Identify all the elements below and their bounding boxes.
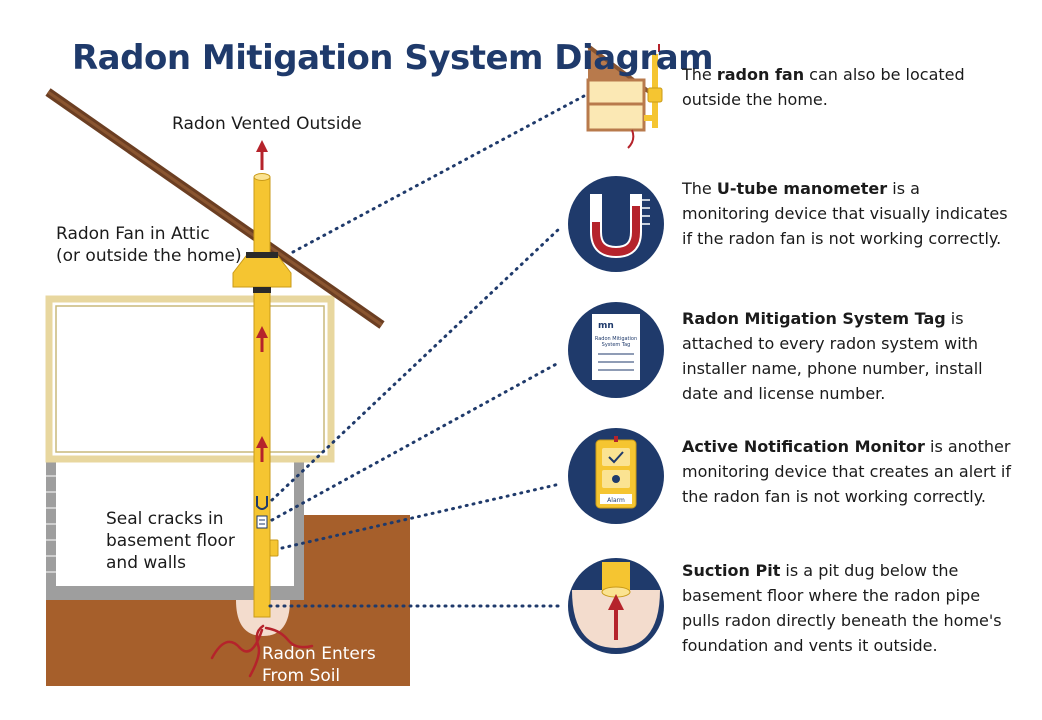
tag-on-pipe — [256, 515, 268, 529]
label-radon-fan-in-attic: Radon Fan in Attic (or outside the home) — [56, 224, 242, 266]
monitor-on-wall — [269, 539, 279, 557]
callout-suction-pit: Suction Pit is a pit dug below the basem… — [682, 561, 1002, 655]
house-frame — [45, 295, 335, 463]
house-fan-icon — [586, 44, 663, 149]
page-title: Radon Mitigation System Diagram — [72, 38, 714, 78]
radon-squiggle-left — [210, 628, 264, 660]
soil-side — [300, 515, 410, 605]
label-radon-enters-from-soil: Radon Enters From Soil — [262, 644, 376, 686]
basement-wall-right — [294, 460, 304, 588]
u-tube-on-pipe — [256, 496, 268, 510]
leader-line-manometer — [270, 226, 562, 502]
tag-icon-line2: System Tag — [602, 342, 631, 348]
callout-u-tube-manometer: The U-tube manometer is a monitoring dev… — [682, 179, 1008, 248]
basement-floor — [46, 586, 304, 600]
suction-pit-icon — [568, 558, 664, 654]
callout-system-tag: Radon Mitigation System Tag is attached … — [682, 309, 983, 403]
label-radon-vented-outside: Radon Vented Outside — [172, 114, 362, 134]
tag-icon-brand: mn — [598, 321, 614, 331]
leader-line-tag — [270, 360, 562, 522]
system-tag-icon: mn Radon Mitigation System Tag — [568, 302, 664, 398]
leader-line-fan — [291, 94, 586, 254]
tag-icon-line1: Radon Mitigation — [595, 336, 637, 342]
label-seal-cracks: Seal cracks in basement floor and walls — [106, 509, 235, 573]
radon-squiggle-right — [264, 626, 314, 649]
monitor-icon-label: Alarm — [607, 497, 625, 504]
vent-pipe — [253, 176, 271, 618]
radon-squiggle-center — [248, 624, 265, 678]
notification-monitor-icon: Alarm — [568, 428, 664, 524]
callout-notification-monitor: Active Notification Monitor is another m… — [682, 437, 1011, 506]
leader-line-monitor — [280, 482, 562, 550]
callout-radon-fan: The radon fan can also be located outsid… — [682, 65, 965, 109]
u-tube-manometer-icon — [568, 176, 664, 272]
suction-pit — [236, 600, 290, 636]
